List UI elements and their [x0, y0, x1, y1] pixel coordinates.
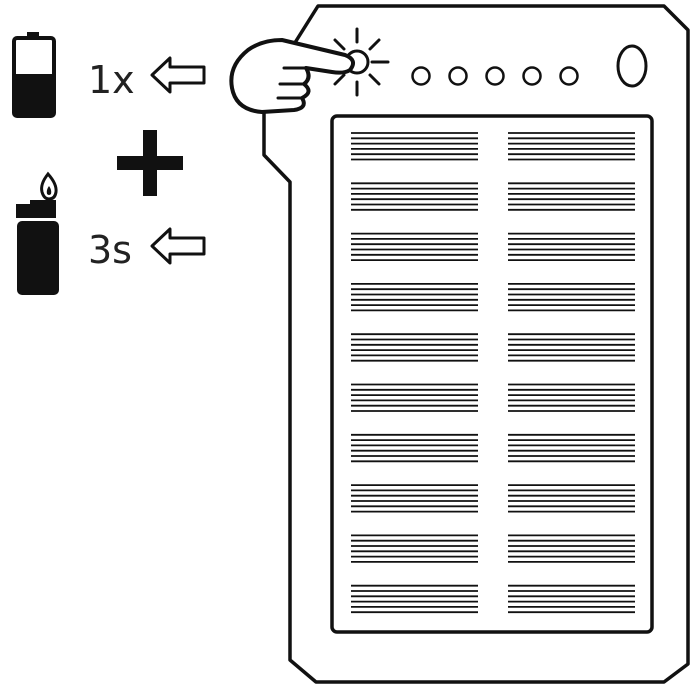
- solar-cell-strip: [351, 383, 478, 412]
- solar-power-bank: [262, 4, 690, 684]
- solar-cell-strip: [508, 182, 635, 211]
- arrow-left-icon: [150, 56, 206, 94]
- pointing-hand-icon: [229, 38, 356, 114]
- lighter-icon: [16, 171, 59, 295]
- solar-cell-strip: [351, 132, 478, 161]
- solar-cell-strip: [351, 484, 478, 513]
- indicator-led: [411, 66, 431, 86]
- solar-cell-strip: [351, 182, 478, 211]
- solar-cell-strip: [351, 232, 478, 262]
- indicator-led: [522, 66, 542, 86]
- solar-cell-strip: [508, 383, 635, 412]
- press-count-label: 1x: [88, 58, 135, 102]
- solar-cell-strip: [508, 484, 635, 513]
- solar-cell-strip: [508, 433, 635, 463]
- power-button-icon[interactable]: [616, 44, 648, 88]
- solar-cell-strip: [508, 232, 635, 262]
- solar-cell-strip: [351, 584, 478, 614]
- solar-cell-strip: [351, 534, 478, 563]
- hold-duration-label: 3s: [88, 228, 132, 272]
- solar-cell-strip: [351, 433, 478, 463]
- indicator-led: [448, 66, 468, 86]
- solar-cell-strip: [508, 584, 635, 614]
- battery-icon: [12, 32, 56, 118]
- plus-icon: [117, 130, 183, 196]
- solar-cell-strip: [351, 282, 478, 312]
- solar-cell-strip: [508, 333, 635, 362]
- arrow-left-icon: [150, 227, 206, 265]
- solar-cell-strip: [508, 534, 635, 563]
- indicator-led: [485, 66, 505, 86]
- indicator-leds: [411, 66, 579, 86]
- solar-cell-strip: [508, 282, 635, 312]
- indicator-led: [559, 66, 579, 86]
- solar-cell-strip: [508, 132, 635, 161]
- solar-panel-cells: [351, 132, 635, 614]
- solar-cell-strip: [351, 333, 478, 362]
